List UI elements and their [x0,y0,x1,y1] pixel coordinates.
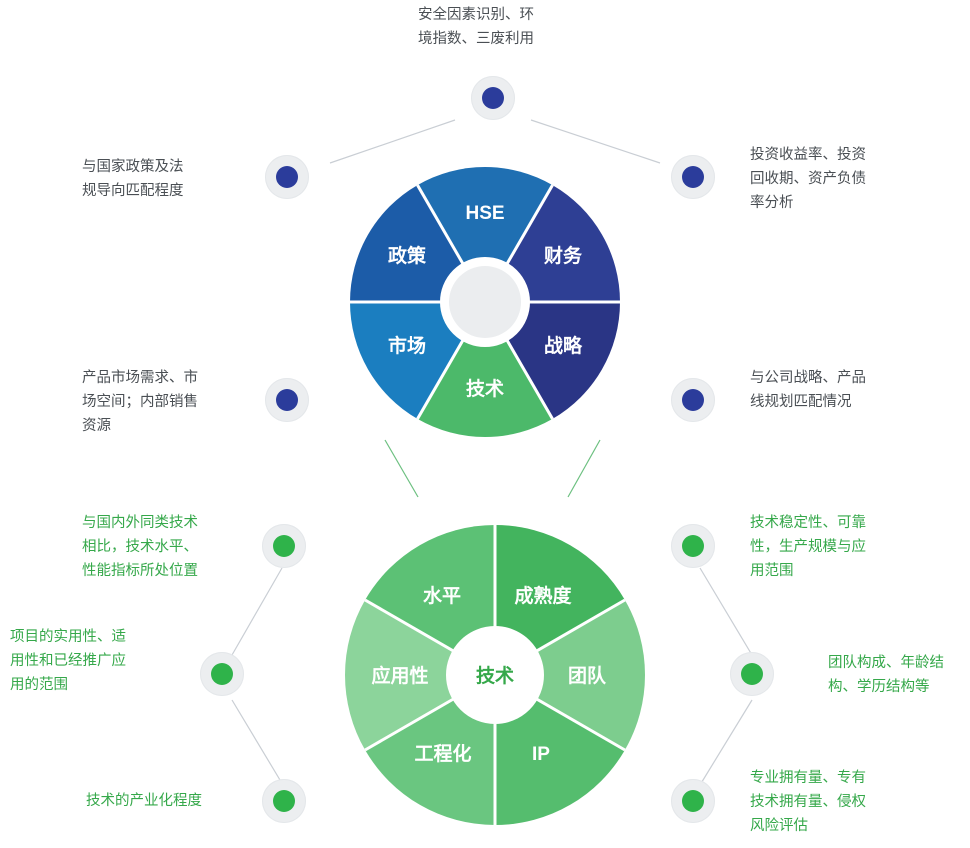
node-hse[interactable] [471,76,515,120]
node-policy[interactable] [265,155,309,199]
callout-ip-label: 专业拥有量、专有 技术拥有量、侵权 风险评估 [750,770,866,834]
callout-engineering-label: 技术的产业化程度 [86,793,202,809]
seg-ip [495,675,625,825]
seg-market-label: 市场 [388,334,426,357]
callout-finance-label: 投资收益率、投资 回收期、资产负债 率分析 [750,147,866,211]
node-strategy-dot [682,389,704,411]
node-ip-dot [682,790,704,812]
node-applicability-dot [211,663,233,685]
top-wheel: HSE 财务 战略 技术 市场 政策 [345,152,625,442]
seg-technology [417,302,553,437]
seg-policy-label: 政策 [388,244,427,267]
seg-engineering [365,675,495,825]
node-maturity[interactable] [671,524,715,568]
seg-hse [417,167,553,302]
node-maturity-dot [682,535,704,557]
node-hse-dot [482,87,504,109]
callout-applicability-label: 项目的实用性、适 用性和已经推广应 用的范围 [10,629,126,693]
callout-level-label: 与国内外同类技术 相比，技术水平、 性能指标所处位置 [82,515,198,579]
node-market-dot [276,389,298,411]
node-level[interactable] [262,524,306,568]
bottom-wheel-hub-label: 技术 [476,664,514,687]
callout-team-label: 团队构成、年龄结 构、学历结构等 [828,655,944,695]
seg-ip-label: IP [532,744,550,765]
node-level-dot [273,535,295,557]
callout-hse-label: 安全因素识别、环 境指数、三废利用 [418,7,534,47]
seg-level-label: 水平 [423,585,461,607]
seg-applicability-label: 应用性 [371,664,428,687]
node-engineering-dot [273,790,295,812]
node-finance-dot [682,166,704,188]
seg-maturity [495,525,625,675]
node-policy-dot [276,166,298,188]
callout-maturity-label: 技术稳定性、可靠 性，生产规模与应 用范围 [750,515,866,579]
node-applicability[interactable] [200,652,244,696]
callout-strategy-label: 与公司战略、产品 线规划匹配情况 [750,370,866,410]
callout-market-label: 产品市场需求、市 场空间；内部销售 资源 [82,370,198,434]
seg-applicability [345,600,495,750]
node-strategy[interactable] [671,378,715,422]
seg-maturity-label: 成熟度 [514,584,572,607]
seg-strategy-label: 战略 [544,334,583,357]
node-team[interactable] [730,652,774,696]
seg-engineering-label: 工程化 [414,742,471,765]
node-ip[interactable] [671,779,715,823]
seg-level [365,525,495,675]
node-market[interactable] [265,378,309,422]
seg-team-label: 团队 [568,664,607,687]
seg-hse-label: HSE [465,203,504,224]
seg-team [495,600,645,750]
bottom-wheel: 技术 水平 成熟度 团队 IP 工程化 应用性 [345,525,645,825]
seg-finance-label: 财务 [544,244,583,267]
node-engineering[interactable] [262,779,306,823]
seg-technology-label: 技术 [466,377,504,400]
node-team-dot [741,663,763,685]
callout-policy-label: 与国家政策及法 规导向匹配程度 [82,159,184,199]
node-finance[interactable] [671,155,715,199]
